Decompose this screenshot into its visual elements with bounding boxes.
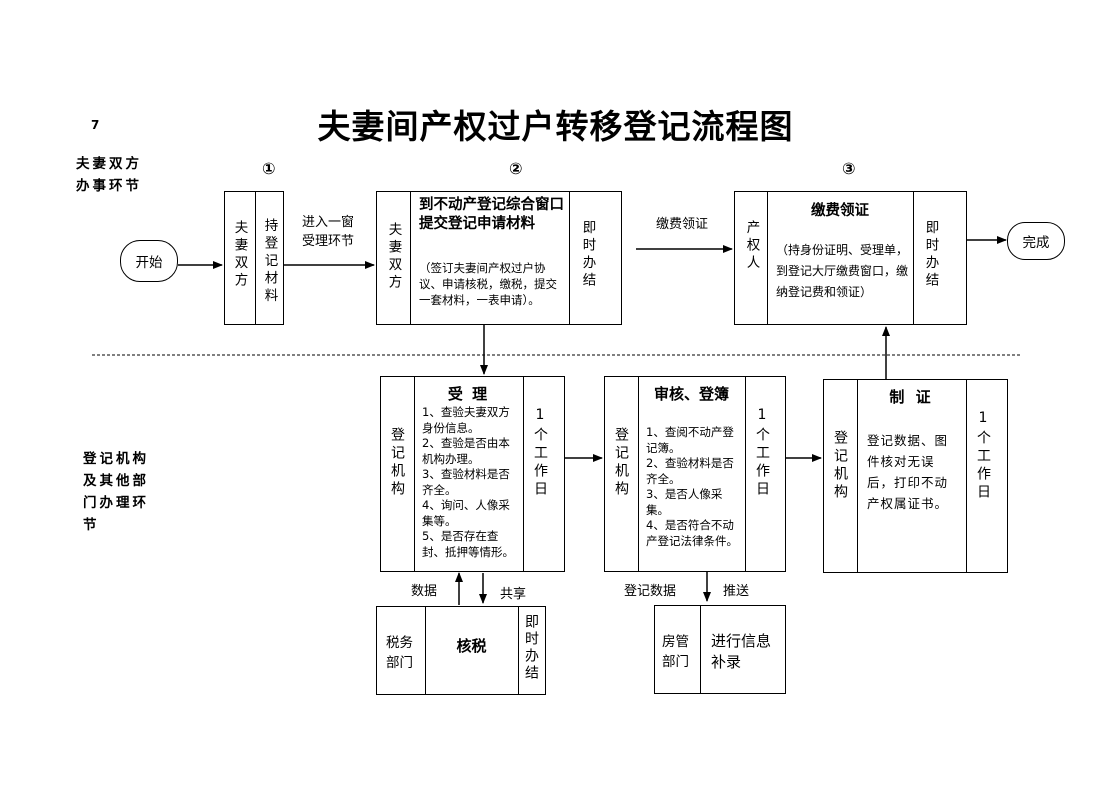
box3-time: 即时办结 [922, 220, 939, 290]
accept-item: 5、是否存在查封、抵押等情形。 [422, 529, 514, 559]
end-label: 完成 [1022, 235, 1050, 251]
lane-label-top: 夫妻双方办事环节 [76, 156, 142, 194]
box3-desc: （持身份证明、受理单，到登记大厅缴费窗口，缴纳登记费和领证） [776, 243, 909, 299]
box2-party: 夫妻双方 [385, 222, 402, 292]
box-pay-and-collect: 产权人 缴费领证 （持身份证明、受理单，到登记大厅缴费窗口，缴纳登记费和领证） … [734, 191, 967, 325]
issue-title: 制 证 [889, 388, 934, 406]
step-marker-3: ③ [842, 159, 856, 178]
review-title: 审核、登簿 [653, 385, 729, 403]
accept-item: 2、查验是否由本机构办理。 [422, 436, 510, 466]
issue-org: 登记机构 [832, 430, 848, 502]
box-window-submission: 夫妻双方 到不动产登记综合窗口提交登记申请材料 （签订夫妻间产权过户协议、申请核… [376, 191, 622, 325]
tax-title: 核税 [456, 637, 487, 655]
box-housing: 房管部门 进行信息补录 [654, 605, 786, 694]
housing-label-right: 推送 [723, 584, 750, 599]
step-marker-2: ② [509, 159, 523, 178]
box3-party: 产权人 [743, 220, 760, 273]
box1-action: 持登记材料 [261, 218, 278, 306]
box1-party: 夫妻双方 [231, 220, 248, 290]
box-tax: 税务部门 核税 即时办结 [376, 606, 546, 695]
review-item: 2、查验材料是否齐全。 [646, 456, 734, 486]
lane-label-bottom: 登记机构及其他部门办理环节 [83, 451, 149, 533]
accept-items: 1、查验夫妻双方身份信息。 2、查验是否由本机构办理。 3、查验材料是否齐全。 … [422, 405, 519, 560]
box2-title: 到不动产登记综合窗口提交登记申请材料 [419, 197, 564, 232]
tax-label-up: 数据 [411, 584, 438, 599]
issue-time: 1个工作日 [975, 410, 991, 502]
housing-dept: 房管部门 [662, 634, 689, 670]
accept-item: 3、查验材料是否齐全。 [422, 467, 510, 497]
tax-label-down: 共享 [500, 587, 527, 602]
review-item: 3、是否人像采集。 [646, 487, 723, 517]
accept-title: 受 理 [447, 385, 490, 403]
housing-label-left: 登记数据 [624, 584, 677, 599]
box-issue-certificate: 登记机构 制 证 登记数据、图件核对无误后，打印不动产权属证书。 1个工作日 [823, 379, 1008, 573]
arrow2-label: 缴费领证 [656, 217, 709, 232]
box3-title: 缴费领证 [811, 203, 869, 219]
review-items: 1、查阅不动产登记簿。 2、查验材料是否齐全。 3、是否人像采集。 4、是否符合… [646, 425, 742, 549]
box-submit-materials: 夫妻双方 持登记材料 [224, 191, 284, 325]
page-number: 7 [91, 118, 100, 132]
accept-org: 登记机构 [389, 427, 405, 499]
box2-time: 即时办结 [579, 220, 596, 290]
issue-desc: 登记数据、图件核对无误后，打印不动产权属证书。 [867, 433, 949, 511]
accept-item: 4、询问、人像采集等。 [422, 498, 510, 528]
review-item: 1、查阅不动产登记簿。 [646, 425, 734, 455]
accept-item: 1、查验夫妻双方身份信息。 [422, 405, 510, 435]
box-accept: 登记机构 受 理 1、查验夫妻双方身份信息。 2、查验是否由本机构办理。 3、查… [380, 376, 565, 572]
step-marker-1: ① [262, 159, 276, 178]
review-time: 1个工作日 [754, 407, 770, 499]
tax-time: 即时办结 [523, 614, 539, 682]
arrow1-label: 进入一窗受理环节 [301, 215, 354, 249]
review-item: 4、是否符合不动产登记法律条件。 [646, 518, 738, 548]
start-label: 开始 [135, 255, 163, 271]
tax-dept: 税务部门 [386, 635, 413, 671]
page-title: 夫妻间产权过户转移登记流程图 [317, 107, 794, 146]
box2-desc: （签订夫妻间产权过户协议、申请核税，缴税，提交一套材料，一表申请）。 [419, 261, 557, 307]
end-node: 完成 [1007, 222, 1065, 260]
box-review: 登记机构 审核、登簿 1、查阅不动产登记簿。 2、查验材料是否齐全。 3、是否人… [604, 376, 786, 572]
accept-time: 1个工作日 [532, 407, 548, 499]
start-node: 开始 [120, 240, 178, 282]
review-org: 登记机构 [613, 427, 629, 499]
housing-title: 进行信息补录 [711, 632, 772, 671]
